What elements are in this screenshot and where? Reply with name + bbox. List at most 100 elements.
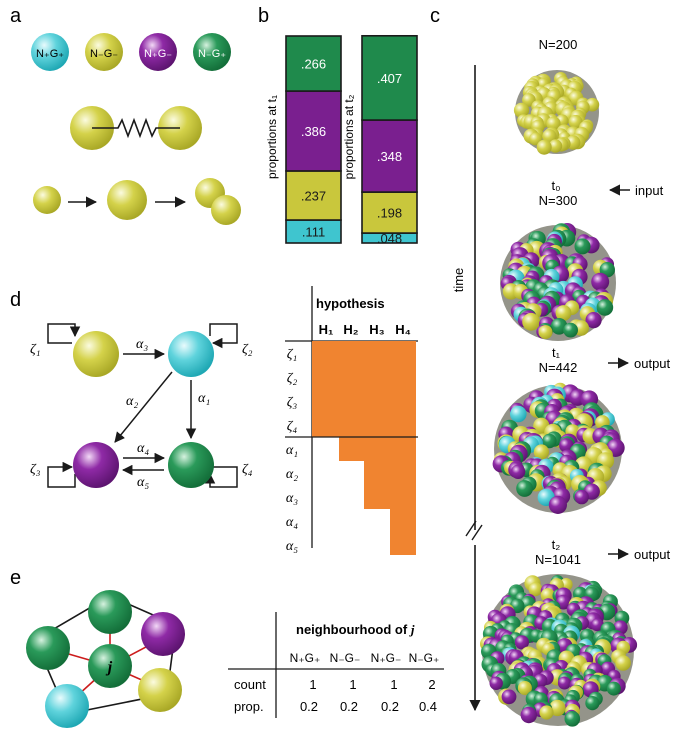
hyp-row-label-8: α₄ xyxy=(286,515,298,530)
sph1-cell xyxy=(536,139,552,155)
hyp-cell-row-8 xyxy=(390,509,416,533)
hyp-cell-row-9 xyxy=(390,533,416,555)
sph4-cell xyxy=(501,689,517,705)
panel-a-letter: a xyxy=(10,5,22,27)
neighbour-cyan xyxy=(45,684,89,728)
spheroid-n1041 xyxy=(480,574,638,727)
ntable-prop-1: 0.2 xyxy=(300,699,318,714)
loop-zeta1 xyxy=(47,323,81,344)
spring-pair xyxy=(70,106,202,150)
center-cell-j xyxy=(88,644,132,688)
node-purple xyxy=(73,442,119,488)
bar-t1-segment-2 xyxy=(285,90,342,172)
node-cyan xyxy=(168,331,214,377)
type-label-1: N₊G₊ xyxy=(36,48,64,60)
sph4-cell xyxy=(520,706,537,724)
sph4-cell xyxy=(517,681,532,695)
bar-t2-value-1: .198 xyxy=(377,206,402,221)
spheroid-n300 xyxy=(500,223,616,341)
label-n300: N=300 xyxy=(539,193,578,208)
sph4-cell xyxy=(606,681,621,696)
bar-t2-value-2: .348 xyxy=(377,149,402,164)
ntable-prop-4: 0.4 xyxy=(419,699,437,714)
sph2-cell xyxy=(585,312,602,329)
sph2-cell xyxy=(563,322,578,338)
ntable-count-3: 1 xyxy=(390,677,397,692)
label-input: input xyxy=(635,183,664,198)
type-legend: N₊G₊ N₋G₋ N₊G₋ N₋G₊ xyxy=(31,33,231,71)
sph2-cell xyxy=(555,305,572,321)
sph3-cell xyxy=(542,433,557,449)
sph1-cell xyxy=(548,139,563,153)
sph3-cell xyxy=(516,480,533,497)
ylabel-t2: proportions at t₂ xyxy=(342,94,356,179)
sph4-cell xyxy=(528,582,543,597)
sph3-cell xyxy=(533,444,550,460)
sph2-cell xyxy=(574,238,591,255)
stacked-bar-t1: .111.237.386.266 xyxy=(285,35,342,244)
sph4-cell xyxy=(539,705,554,720)
sph1-cell xyxy=(568,114,583,129)
loop-zeta3 xyxy=(47,461,76,488)
bar-t1-value-3: .266 xyxy=(301,57,326,72)
ntable-header-1: N₊G₊ xyxy=(290,651,321,665)
label-zeta1: ζ₁ xyxy=(30,342,41,357)
sph1-cell xyxy=(546,116,561,131)
hyp-row-label-9: α₅ xyxy=(286,539,298,554)
neighbourhood-title-var: j xyxy=(409,622,415,637)
hyp-cell-row-6 xyxy=(364,461,416,485)
hyp-cell-row-1 xyxy=(312,341,416,365)
ntable-prop-2: 0.2 xyxy=(340,699,358,714)
sph3-cell xyxy=(548,495,568,514)
neighbour-green-top xyxy=(88,590,132,634)
hyp-header-1: H₁ xyxy=(319,322,334,337)
hypothesis-cells xyxy=(312,341,416,555)
time-label: time xyxy=(451,268,466,293)
spheroid-n442 xyxy=(492,382,625,514)
label-t1: t₁ xyxy=(552,345,561,360)
neighbourhood-title: neighbourhood of j xyxy=(296,622,415,637)
sph2-cell xyxy=(522,312,540,331)
panel-d-letter: d xyxy=(10,289,21,311)
ntable-prop-3: 0.2 xyxy=(381,699,399,714)
sph3-cell xyxy=(559,438,574,453)
center-label-j: j xyxy=(105,659,113,676)
hypothesis-title: hypothesis xyxy=(316,296,385,311)
hyp-row-label-2: ζ₂ xyxy=(287,371,298,386)
sph2-cell xyxy=(591,272,610,291)
sph3-cell xyxy=(510,405,527,423)
panel-b-letter: b xyxy=(258,5,269,27)
sph4-cell xyxy=(615,655,631,671)
grown-cell xyxy=(107,180,147,220)
purple-cell xyxy=(139,33,177,71)
neighbour-purple xyxy=(141,612,185,656)
loop-zeta4 xyxy=(204,466,238,488)
sph4-cell xyxy=(564,711,581,727)
label-alpha2: α₂ xyxy=(126,394,138,409)
hyp-cell-row-5 xyxy=(339,437,416,461)
axis-break-2 xyxy=(471,524,483,541)
bar-t1-segment-3 xyxy=(285,35,342,92)
yellow-cell xyxy=(85,33,123,71)
transition-graph: ζ₁ ζ₂ ζ₃ ζ₄ α₃ α₂ α₁ α₄ α₅ xyxy=(30,323,253,490)
sph4-cell xyxy=(514,635,530,650)
node-green xyxy=(168,442,214,488)
ntable-header-4: N₋G₊ xyxy=(409,651,440,665)
sph2-cell xyxy=(596,299,614,316)
hyp-row-label-3: ζ₃ xyxy=(287,395,298,410)
neighbourhood-title-text: neighbourhood of xyxy=(296,622,411,637)
ylabel-t1: proportions at t₁ xyxy=(265,95,279,179)
label-zeta4: ζ₄ xyxy=(242,462,253,477)
green-cell xyxy=(193,33,231,71)
small-cell xyxy=(33,186,61,214)
label-zeta2: ζ₂ xyxy=(242,342,253,357)
bar-t1-value-1: .237 xyxy=(301,188,326,203)
sph2-cell xyxy=(538,325,553,340)
label-n442: N=442 xyxy=(539,360,578,375)
sph3-cell xyxy=(574,489,589,505)
